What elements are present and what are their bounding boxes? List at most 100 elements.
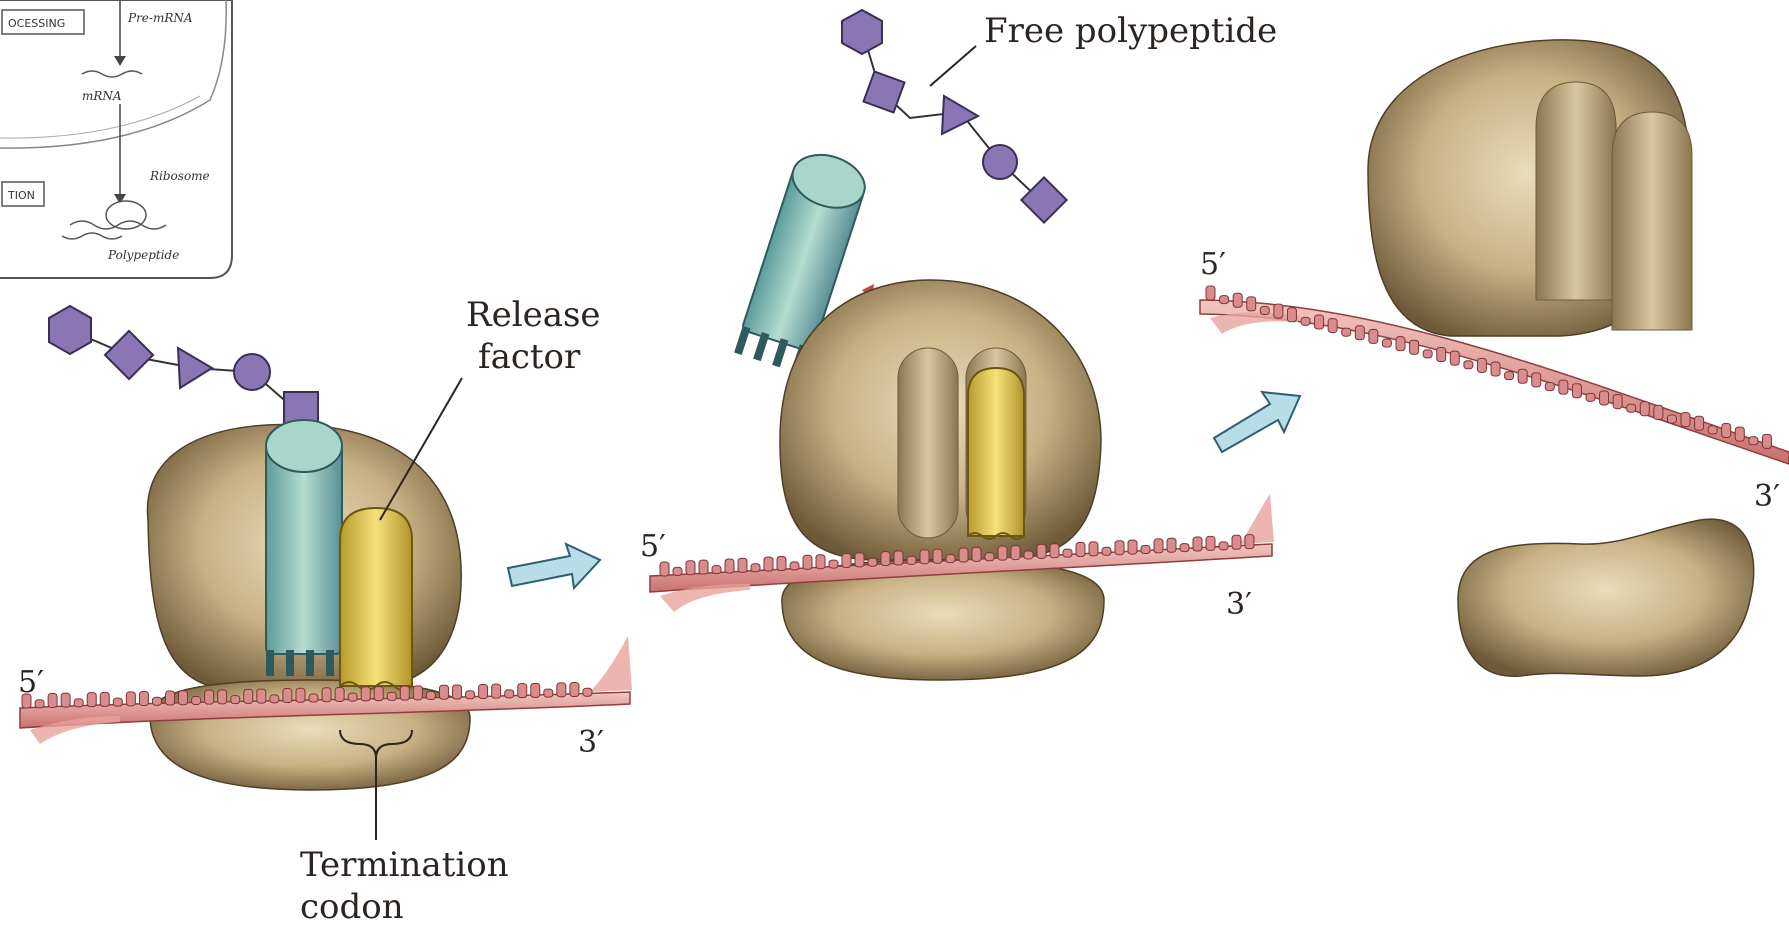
trna-1 — [266, 420, 342, 676]
mrna-base — [1572, 384, 1581, 398]
mrna-base — [570, 683, 579, 697]
mrna-base — [87, 693, 96, 707]
release-factor-label-line2: factor — [478, 337, 581, 377]
mrna-base — [479, 684, 488, 698]
mrna-base — [699, 560, 708, 574]
mrna-base — [1437, 348, 1446, 362]
mrna-base — [673, 567, 682, 575]
mrna-base — [309, 694, 318, 702]
mrna-base — [1667, 415, 1676, 423]
mrna-base — [335, 687, 344, 701]
mrna-squiggle — [82, 71, 142, 77]
mrna-base — [1180, 544, 1189, 552]
mrna-base — [74, 699, 83, 707]
mrna-base — [777, 557, 786, 571]
translation-label: TION — [7, 189, 35, 202]
mrna-base — [1505, 372, 1514, 380]
mrna-base — [205, 690, 214, 704]
mrna-base — [1037, 544, 1046, 558]
mrna-base — [1640, 402, 1649, 416]
mrna-base — [1382, 339, 1391, 347]
processing-label: OCESSING — [8, 17, 65, 30]
mrna-base — [1128, 540, 1137, 554]
mrna-base — [907, 556, 916, 564]
empty-site-3b — [1612, 112, 1692, 330]
mrna-base — [1586, 393, 1595, 401]
mrna-label: mRNA — [82, 89, 122, 103]
ribosome-label: Ribosome — [149, 169, 210, 183]
mrna-base — [803, 555, 812, 569]
mrna-base — [1220, 296, 1229, 304]
mrna-base — [283, 689, 292, 703]
mrna-base — [257, 689, 266, 703]
three-prime-label-2: 3′ — [1226, 587, 1252, 622]
mrna-base — [387, 692, 396, 700]
mrna-base — [1735, 427, 1744, 441]
mrna-base — [1063, 549, 1072, 557]
mrna-base — [439, 685, 448, 699]
mrna-base — [1260, 306, 1269, 314]
release-factor-2 — [968, 368, 1024, 539]
mrna-base — [1355, 326, 1364, 340]
three-prime-label-3: 3′ — [1754, 479, 1780, 514]
mrna-base — [192, 696, 201, 704]
mrna-base — [1464, 361, 1473, 369]
termination-label-line1: Termination — [300, 845, 509, 885]
mrna-base — [1722, 424, 1731, 438]
mrna-base — [920, 550, 929, 564]
mrna-base — [1369, 329, 1378, 343]
mrna-base — [531, 683, 540, 697]
mrna-base — [1749, 437, 1758, 445]
mrna-base — [764, 557, 773, 571]
mrna-base — [1219, 542, 1228, 550]
free-polypeptide-label: Free polypeptide — [984, 11, 1277, 51]
mrna-base — [1423, 350, 1432, 358]
mrna-base — [1396, 337, 1405, 351]
mrna-base — [725, 559, 734, 573]
mrna-base — [829, 560, 838, 568]
panel-2-polypeptide-release: Free polypeptide 5′ 3′ — [640, 10, 1300, 680]
mrna-base — [985, 553, 994, 561]
mrna-base — [296, 688, 305, 702]
mrna-base — [1559, 380, 1568, 394]
mrna-base — [270, 695, 279, 703]
mrna-base — [1274, 304, 1283, 318]
mrna-base — [466, 691, 475, 699]
mrna-base — [1762, 434, 1771, 448]
mrna-base — [518, 684, 527, 698]
mrna-base — [1232, 535, 1241, 549]
mrna-base — [100, 692, 109, 706]
mrna-base — [322, 688, 331, 702]
mrna-base — [48, 693, 57, 707]
mrna-base — [1102, 547, 1111, 555]
mrna-base — [751, 564, 760, 572]
mrna-base — [1315, 315, 1324, 329]
mrna-base — [1600, 391, 1609, 405]
mrna-base — [505, 690, 514, 698]
mrna-base — [998, 546, 1007, 560]
mrna-base — [152, 697, 161, 705]
mrna-base — [374, 687, 383, 701]
mrna-base — [1654, 405, 1663, 419]
mrna-base — [1545, 382, 1554, 390]
mrna-base — [492, 684, 501, 698]
mrna-base — [113, 698, 122, 706]
mrna-base — [126, 692, 135, 706]
five-prime-label-2: 5′ — [640, 529, 666, 564]
mrna-base — [881, 552, 890, 566]
mrna-base — [894, 551, 903, 565]
step-arrow-1 — [508, 544, 600, 588]
mrna-base — [1233, 293, 1242, 307]
mrna-base — [218, 690, 227, 704]
mrna-base — [1247, 297, 1256, 311]
mrna-base — [244, 689, 253, 703]
mrna-base — [946, 555, 955, 563]
mrna-base — [1115, 541, 1124, 555]
mrna-base — [1627, 404, 1636, 412]
mrna-base — [1681, 413, 1690, 427]
mrna-base — [400, 686, 409, 700]
mrna-base — [1011, 546, 1020, 560]
five-prime-label-1: 5′ — [18, 665, 44, 700]
panel-1-release-factor-binding: 5′ 3′ Release factor Termination codon — [18, 295, 632, 926]
mrna-base — [712, 566, 721, 574]
